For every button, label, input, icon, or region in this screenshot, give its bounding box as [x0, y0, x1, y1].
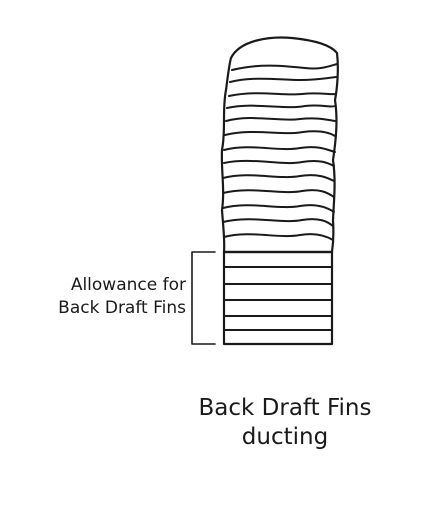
allowance-label: Allowance for Back Draft Fins [58, 274, 186, 320]
allowance-label-line2: Back Draft Fins [58, 298, 186, 318]
allowance-bracket [191, 251, 216, 345]
diagram-caption: Back Draft Fins ducting [160, 394, 410, 452]
allowance-label-line1: Allowance for [70, 275, 186, 295]
caption-line1: Back Draft Fins [198, 395, 372, 421]
duct-corrugations [222, 63, 338, 241]
fin-section-lines [223, 266, 333, 331]
back-draft-fins-section [222, 250, 334, 346]
caption-line2: ducting [241, 424, 329, 450]
flexible-duct-outline [220, 36, 339, 254]
